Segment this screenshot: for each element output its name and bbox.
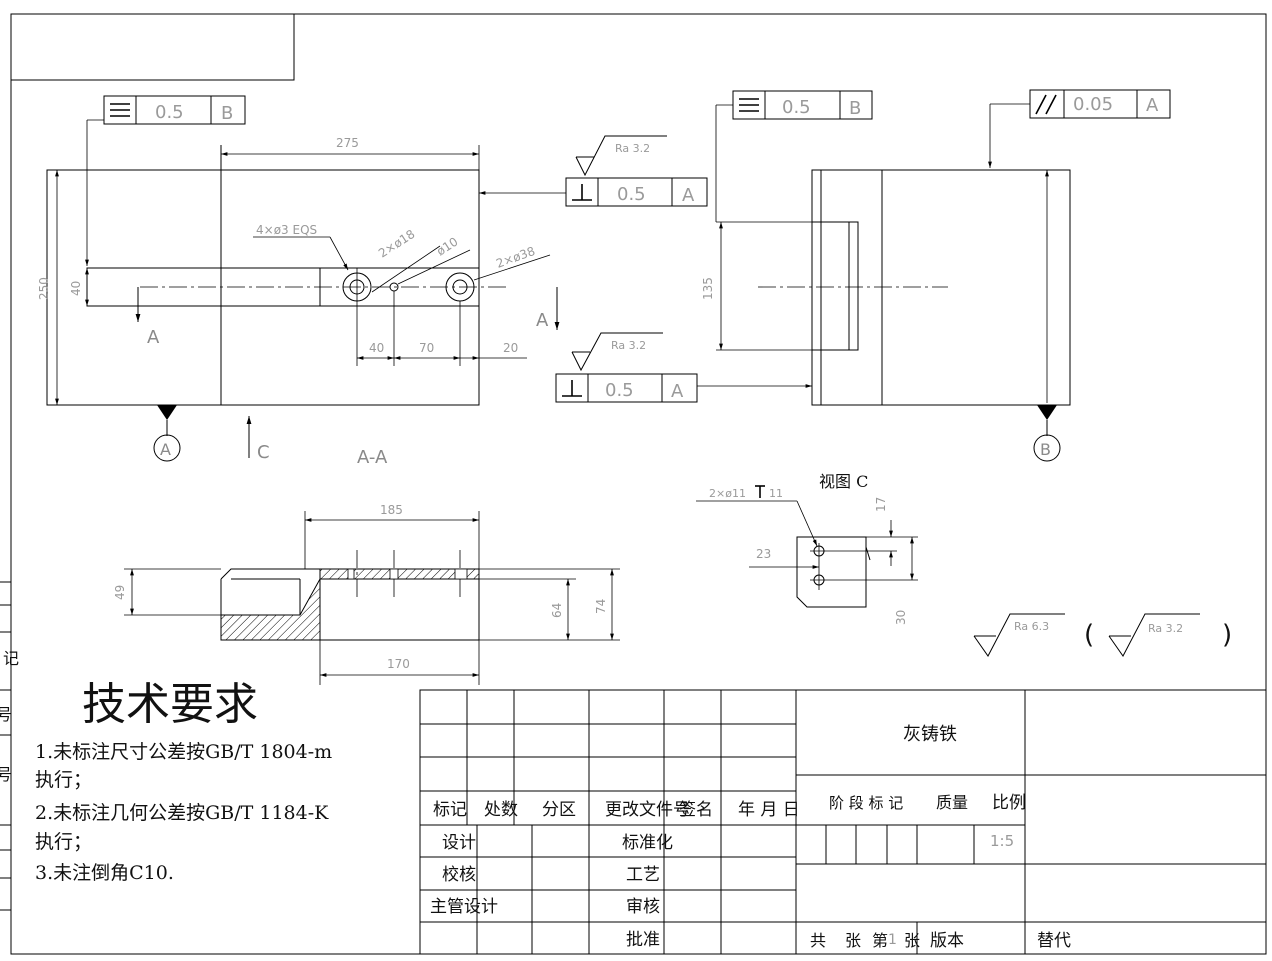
tb-fenqu: 分区 bbox=[542, 800, 576, 820]
tech-line-2b: 执行； bbox=[35, 831, 92, 853]
dim-70: 70 bbox=[419, 341, 434, 355]
tb-bili: 比例 bbox=[992, 793, 1026, 813]
tb-zhang-2: 张 bbox=[904, 931, 920, 950]
tb-jiaohe: 校核 bbox=[442, 865, 476, 885]
tech-line-1b: 执行； bbox=[35, 769, 92, 791]
roughness-paren-close: ) bbox=[1222, 620, 1232, 650]
roughness-other: Ra 3.2 bbox=[1148, 622, 1183, 635]
dim-275: 275 bbox=[336, 136, 359, 150]
tb-shenhe: 审核 bbox=[626, 897, 660, 917]
gdt-flatness-2-datum: B bbox=[849, 98, 861, 119]
section-label-a-right: A bbox=[536, 310, 549, 331]
gdt-perp-2-datum: A bbox=[671, 381, 684, 402]
title-block: 灰铸铁 标记 处数 分区 更改文件号 签名 年 月 日 阶 段 标 记 质量 比… bbox=[419, 689, 1267, 955]
tb-sheet-no: 1 bbox=[888, 932, 897, 948]
tech-title: 技术要求 bbox=[82, 679, 258, 730]
dim-170: 170 bbox=[387, 657, 410, 671]
tb-di: 第 bbox=[872, 931, 888, 950]
section-aa-view: A A 275 250 40 0.5 B 4×ø3 EQS 2×ø18 ø10 … bbox=[37, 95, 560, 468]
dim-20: 20 bbox=[503, 341, 518, 355]
gdt-perp-2-value: 0.5 bbox=[605, 380, 634, 401]
tb-tidai: 替代 bbox=[1037, 931, 1071, 951]
datum-a-label: A bbox=[160, 440, 171, 459]
tb-zhang-1: 张 bbox=[845, 931, 861, 950]
tb-gong: 共 bbox=[810, 931, 826, 950]
callout-depth-11: 11 bbox=[769, 487, 783, 500]
section-label-a-left: A bbox=[147, 327, 160, 348]
technical-requirements: 技术要求 1.未标注尺寸公差按GB/T 1804-m 执行； 2.未标注几何公差… bbox=[35, 679, 332, 884]
dim-40-vertical: 40 bbox=[69, 281, 83, 296]
roughness-1: Ra 3.2 bbox=[615, 142, 650, 155]
roughness-2: Ra 3.2 bbox=[611, 339, 646, 352]
gdt-flatness-1-datum: B bbox=[221, 103, 233, 124]
tb-biaozhunhua: 标准化 bbox=[622, 833, 673, 853]
view-c-title: 视图 C bbox=[819, 472, 868, 491]
tb-scale: 1:5 bbox=[990, 832, 1014, 850]
gdt-perpendicularity-1: 0.5 A Ra 3.2 bbox=[479, 135, 708, 207]
section-aa-title: A-A bbox=[357, 447, 388, 468]
roughness-general: Ra 6.3 bbox=[1014, 620, 1049, 633]
tb-chushu: 处数 bbox=[484, 800, 518, 820]
general-roughness: Ra 6.3 ( Ra 3.2 ) bbox=[973, 613, 1232, 657]
callout-2x38: 2×ø38 bbox=[494, 244, 537, 271]
gdt-perp-1-value: 0.5 bbox=[617, 184, 646, 205]
dim-64: 64 bbox=[550, 603, 564, 618]
callout-4-holes: 4×ø3 EQS bbox=[256, 223, 317, 237]
tech-line-2: 2.未标注几何公差按GB/T 1184-K bbox=[35, 802, 329, 824]
callout-2x11: 2×ø11 bbox=[709, 487, 746, 500]
tb-qianming: 签名 bbox=[679, 800, 713, 820]
tb-zhiliang: 质量 bbox=[936, 793, 968, 812]
gdt-perpendicularity-2: 0.5 A Ra 3.2 bbox=[555, 332, 812, 403]
dim-40-horizontal: 40 bbox=[369, 341, 384, 355]
dim-185: 185 bbox=[380, 503, 403, 517]
dim-49: 49 bbox=[113, 585, 127, 600]
dim-250: 250 bbox=[37, 277, 51, 300]
side-view: 135 0.5 B 0.05 A B bbox=[701, 89, 1171, 462]
gdt-perp-1-datum: A bbox=[682, 185, 695, 206]
gdt-parallelism-value: 0.05 bbox=[1073, 94, 1113, 115]
tb-banben: 版本 bbox=[930, 931, 964, 951]
callout-2x18: 2×ø18 bbox=[376, 227, 417, 261]
dim-23: 23 bbox=[756, 547, 771, 561]
callout-10: ø10 bbox=[434, 234, 461, 258]
tb-biaoji: 标记 bbox=[433, 800, 467, 820]
left-edge-label-3: 号 bbox=[0, 765, 12, 784]
tech-line-1: 1.未标注尺寸公差按GB/T 1804-m bbox=[35, 741, 332, 763]
view-c: 视图 C 2×ø11 11 23 17 30 bbox=[696, 472, 918, 625]
view-c-arrow-label: C bbox=[257, 442, 270, 463]
roughness-paren-open: ( bbox=[1084, 620, 1094, 650]
gdt-flatness-2-value: 0.5 bbox=[782, 97, 811, 118]
tech-line-3: 3.未注倒角C10. bbox=[35, 862, 174, 884]
dim-30: 30 bbox=[894, 610, 908, 625]
tb-sheji: 设计 bbox=[442, 833, 476, 853]
left-edge-label-2: 号 bbox=[0, 705, 12, 724]
tb-gengai: 更改文件号 bbox=[605, 800, 690, 820]
gdt-flatness-1-value: 0.5 bbox=[155, 102, 184, 123]
dim-74: 74 bbox=[594, 599, 608, 614]
tb-gongyi: 工艺 bbox=[626, 865, 660, 885]
left-edge-label-1: 记 bbox=[3, 649, 19, 668]
tb-nianyueri: 年 月 日 bbox=[738, 800, 800, 820]
datum-b-label: B bbox=[1040, 440, 1051, 459]
front-section-view: 185 49 64 74 170 bbox=[113, 503, 620, 685]
dim-135: 135 bbox=[701, 277, 715, 300]
tb-pizhun: 批准 bbox=[626, 930, 660, 950]
tb-jieduan: 阶 段 标 记 bbox=[829, 794, 903, 812]
dim-17: 17 bbox=[874, 497, 888, 512]
material: 灰铸铁 bbox=[903, 724, 957, 745]
gdt-parallelism-datum: A bbox=[1146, 95, 1159, 116]
tb-zhuguan: 主管设计 bbox=[430, 897, 498, 917]
